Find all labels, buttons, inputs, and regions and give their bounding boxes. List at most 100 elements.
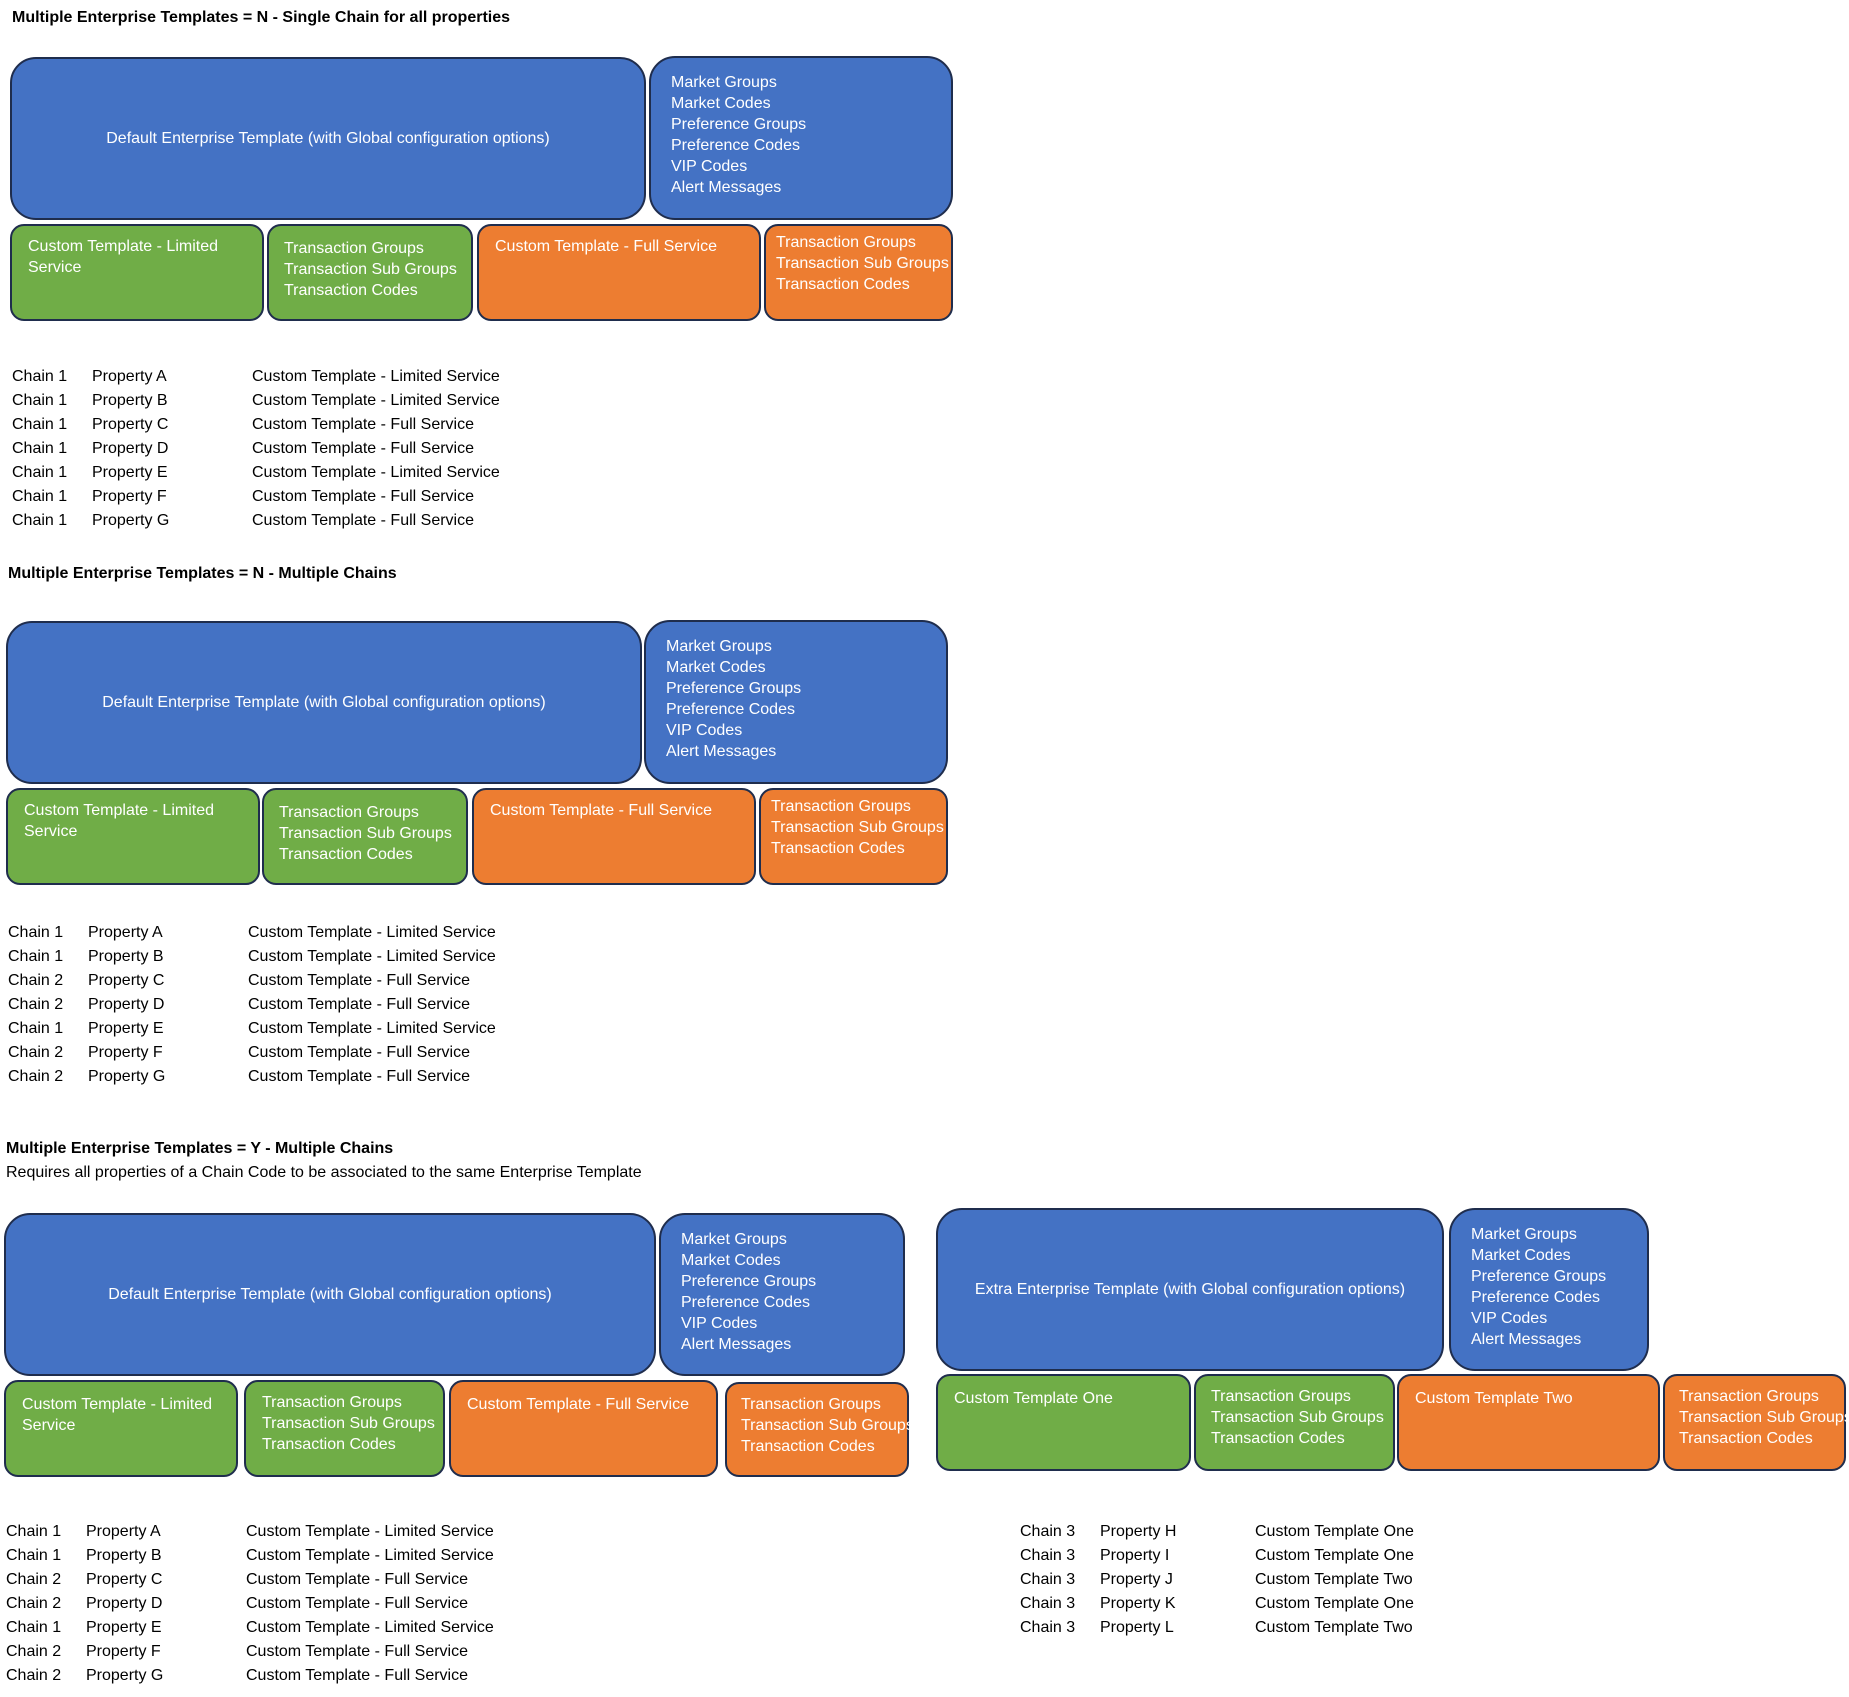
template-cell: Custom Template - Full Service	[252, 488, 474, 505]
section-3-note: Requires all properties of a Chain Code …	[6, 1164, 642, 1181]
property-cell: Property A	[92, 368, 167, 385]
property-cell: Property E	[86, 1619, 162, 1636]
extra-enterprise-template-box: Extra Enterprise Template (with Global c…	[936, 1208, 1444, 1371]
template-cell: Custom Template - Limited Service	[248, 1020, 496, 1037]
default-enterprise-template-box: Default Enterprise Template (with Global…	[4, 1213, 656, 1376]
list-item: Alert Messages	[671, 179, 782, 196]
custom-template-limited-box: Custom Template - Limited Service	[4, 1380, 238, 1477]
list-item: VIP Codes	[1471, 1310, 1548, 1327]
property-cell: Property C	[86, 1571, 163, 1588]
chain-cell: Chain 3	[1020, 1619, 1076, 1636]
property-cell: Property H	[1100, 1523, 1177, 1540]
template-cell: Custom Template - Full Service	[248, 1068, 470, 1085]
property-cell: Property K	[1100, 1595, 1176, 1612]
property-table: Chain 1 Property A Custom Template - Limit…	[12, 368, 532, 536]
property-cell: Property E	[92, 464, 168, 481]
list-item: Alert Messages	[666, 743, 777, 760]
list-item: Alert Messages	[1471, 1331, 1582, 1348]
custom-template-full-label: Custom Template - Full Service	[467, 1396, 689, 1413]
list-item: VIP Codes	[666, 722, 743, 739]
list-item: Market Groups	[671, 74, 777, 91]
extra-enterprise-template-label: Extra Enterprise Template (with Global c…	[974, 1281, 1406, 1298]
list-item: Transaction Groups	[776, 234, 916, 251]
list-item: Transaction Sub Groups	[776, 255, 949, 272]
list-item: Transaction Sub Groups	[1679, 1409, 1849, 1426]
list-item: Transaction Groups	[771, 798, 911, 815]
chain-cell: Chain 1	[12, 416, 68, 433]
transaction-items-box-orange: Transaction Groups Transaction Sub Group…	[759, 788, 948, 885]
section-3-heading: Multiple Enterprise Templates = Y - Mult…	[6, 1140, 394, 1157]
property-cell: Property J	[1100, 1571, 1173, 1588]
chain-cell: Chain 1	[6, 1547, 62, 1564]
template-cell: Custom Template - Full Service	[248, 972, 470, 989]
list-item: Transaction Sub Groups	[262, 1415, 435, 1432]
chain-cell: Chain 2	[6, 1643, 62, 1660]
list-item: Market Groups	[1471, 1226, 1577, 1243]
chain-cell: Chain 3	[1020, 1571, 1076, 1588]
chain-cell: Chain 1	[12, 392, 68, 409]
template-cell: Custom Template - Full Service	[252, 512, 474, 529]
template-cell: Custom Template - Full Service	[252, 416, 474, 433]
transaction-items-box-orange: Transaction Groups Transaction Sub Group…	[764, 224, 953, 321]
chain-cell: Chain 2	[8, 1044, 64, 1061]
list-item: Preference Codes	[666, 701, 795, 718]
extra-transaction-items-box-orange: Transaction Groups Transaction Sub Group…	[1663, 1374, 1849, 1471]
default-enterprise-template-label: Default Enterprise Template (with Global…	[108, 1286, 552, 1303]
property-cell: Property B	[86, 1547, 162, 1564]
list-item: VIP Codes	[681, 1315, 758, 1332]
chain-cell: Chain 2	[8, 972, 64, 989]
template-cell: Custom Template - Limited Service	[246, 1547, 494, 1564]
custom-template-one-label: Custom Template One	[954, 1390, 1113, 1407]
list-item: Market Codes	[681, 1252, 781, 1269]
custom-template-one-box: Custom Template One	[936, 1374, 1191, 1471]
default-enterprise-template-box: Default Enterprise Template (with Global…	[6, 621, 642, 784]
list-item: Transaction Groups	[279, 804, 419, 821]
template-cell: Custom Template - Full Service	[248, 996, 470, 1013]
property-cell: Property C	[88, 972, 165, 989]
list-item: Transaction Sub Groups	[741, 1417, 914, 1434]
list-item: Preference Groups	[1471, 1268, 1607, 1285]
transaction-items-box-green: Transaction Groups Transaction Sub Group…	[267, 224, 473, 321]
list-item: Market Codes	[1471, 1247, 1571, 1264]
list-item: VIP Codes	[671, 158, 748, 175]
chain-cell: Chain 2	[6, 1571, 62, 1588]
chain-cell: Chain 3	[1020, 1595, 1076, 1612]
property-cell: Property D	[92, 440, 169, 457]
property-cell: Property F	[88, 1044, 163, 1061]
property-cell: Property G	[88, 1068, 166, 1085]
chain-cell: Chain 1	[8, 924, 64, 941]
list-item: Preference Groups	[666, 680, 802, 697]
list-item: Preference Groups	[671, 116, 807, 133]
list-item: Transaction Codes	[284, 282, 418, 299]
custom-template-full-box: Custom Template - Full Service	[477, 224, 761, 321]
enterprise-items-box: Market Groups Market Codes Preference Gr…	[644, 620, 948, 784]
default-enterprise-template-box: Default Enterprise Template (with Global…	[10, 57, 646, 220]
template-cell: Custom Template - Limited Service	[248, 924, 496, 941]
list-item: Market Groups	[681, 1231, 787, 1248]
list-item: Transaction Groups	[741, 1396, 881, 1413]
chain-cell: Chain 2	[8, 1068, 64, 1085]
property-cell: Property A	[86, 1523, 161, 1540]
chain-cell: Chain 2	[6, 1667, 62, 1684]
list-item: Transaction Groups	[284, 240, 424, 257]
template-cell: Custom Template - Limited Service	[252, 392, 500, 409]
template-cell: Custom Template - Limited Service	[246, 1619, 494, 1636]
template-cell: Custom Template - Full Service	[246, 1643, 468, 1660]
template-cell: Custom Template One	[1255, 1523, 1414, 1540]
list-item: Market Codes	[666, 659, 766, 676]
list-item: Market Groups	[666, 638, 772, 655]
